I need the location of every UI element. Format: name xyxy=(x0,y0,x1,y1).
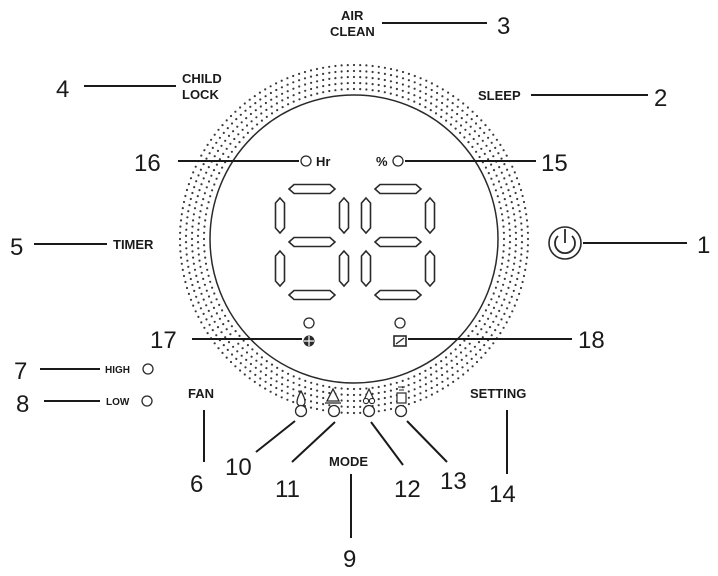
callout-12: 12 xyxy=(394,476,421,503)
setting-label: SETTING xyxy=(470,386,526,401)
callout-16: 16 xyxy=(134,150,161,177)
callout-3: 3 xyxy=(497,13,510,40)
sleep-label: SLEEP xyxy=(478,88,521,103)
hr-indicator-led xyxy=(300,155,312,167)
triangle-drop-icon xyxy=(325,387,341,404)
callout-11: 11 xyxy=(275,476,300,503)
percent-label: % xyxy=(376,154,388,169)
bucket-icon xyxy=(396,386,407,404)
water-drop-icon xyxy=(296,389,306,407)
callout-13: 13 xyxy=(440,468,467,495)
display-panel xyxy=(209,94,499,384)
power-icon xyxy=(554,229,576,255)
percent-indicator-led xyxy=(392,155,404,167)
air-clean-label: AIR xyxy=(341,8,364,23)
clothes-icon xyxy=(362,387,376,405)
child-lock-label: CHILD xyxy=(182,71,222,86)
indicator-right-led xyxy=(394,317,406,329)
power-button[interactable] xyxy=(548,226,582,260)
indicator-left-led xyxy=(303,317,315,329)
air-clean-label-line2: CLEAN xyxy=(330,24,375,39)
high-led xyxy=(142,363,154,375)
callout-14: 14 xyxy=(489,481,516,508)
callout-18: 18 xyxy=(578,327,605,354)
callout-15: 15 xyxy=(541,150,568,177)
callout-9: 9 xyxy=(343,546,356,573)
hr-label: Hr xyxy=(316,154,330,169)
leader-lines xyxy=(34,22,687,538)
callout-8: 8 xyxy=(16,391,29,418)
low-led xyxy=(141,395,153,407)
child-lock-label-line2: LOCK xyxy=(182,87,219,102)
low-label: LOW xyxy=(106,397,130,408)
mode-label: MODE xyxy=(329,454,368,469)
mode-1-led xyxy=(294,404,308,418)
callout-17: 17 xyxy=(150,327,177,354)
mode-3-led xyxy=(362,404,376,418)
callout-2: 2 xyxy=(654,85,667,112)
mode-2-led xyxy=(327,404,341,418)
fan-icon xyxy=(303,335,315,347)
callout-10: 10 xyxy=(225,454,252,481)
timer-label: TIMER xyxy=(113,237,154,252)
tank-icon xyxy=(393,335,407,347)
callout-4: 4 xyxy=(56,76,69,103)
fan-label: FAN xyxy=(188,386,214,401)
mode-4-led xyxy=(394,404,408,418)
callout-7: 7 xyxy=(14,358,27,385)
display-digit-left xyxy=(274,183,350,301)
display-digit-right xyxy=(360,183,436,301)
high-label: HIGH xyxy=(105,365,130,376)
callout-5: 5 xyxy=(10,234,23,261)
callout-6: 6 xyxy=(190,471,203,498)
callout-1: 1 xyxy=(697,232,710,259)
dotted-ring xyxy=(178,63,530,415)
